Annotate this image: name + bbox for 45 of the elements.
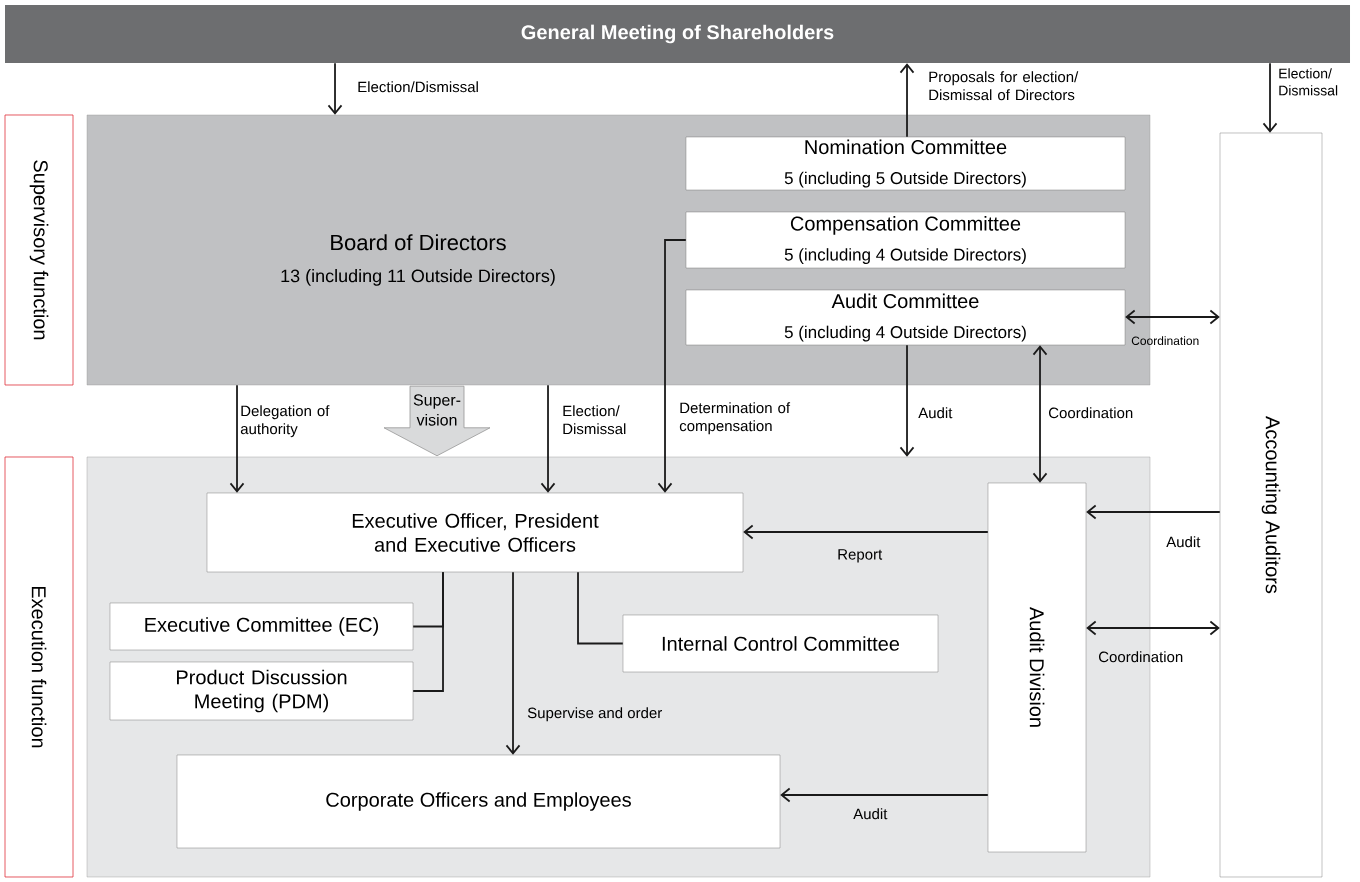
arrow xyxy=(1086,620,1220,636)
edge-label: Audit xyxy=(918,407,953,419)
edge-label: Audit xyxy=(853,808,888,820)
edge-label: Determination of compensation xyxy=(679,402,791,435)
org-box: Nomination Committee 5 (including 5 Outside Directors) xyxy=(685,136,1126,191)
edge-label: Election/ Dismissal xyxy=(1279,68,1338,96)
org-box: Product Discussion Meeting (PDM) xyxy=(109,661,414,721)
edge-label: Election/ Dismissal xyxy=(563,405,626,435)
arrow xyxy=(899,344,915,457)
edge-label: Election/Dismissal xyxy=(358,81,478,93)
org-box: Audit Committee 5 (including 4 Outside Directors) xyxy=(685,289,1126,346)
arrow xyxy=(743,524,989,540)
edge-label: Proposals for election/ Dismissal of Directors xyxy=(929,71,1079,101)
block-arrow xyxy=(383,385,491,457)
edge-label: Supervise and order xyxy=(527,707,662,722)
arrow xyxy=(1262,62,1278,133)
org-box: Executive Officer, President and Executive Officers xyxy=(206,492,744,573)
function-label-box: Execution function xyxy=(4,456,74,878)
edge-label: Super- vision xyxy=(413,394,461,426)
edge-label: Report xyxy=(838,549,883,563)
org-box: Corporate Officers and Employees xyxy=(176,754,781,849)
arrow xyxy=(505,571,521,755)
arrow xyxy=(657,239,687,493)
arrow xyxy=(327,62,343,115)
arrow xyxy=(229,384,245,493)
arrow xyxy=(1032,345,1048,483)
edge-label: Coordination xyxy=(1099,651,1183,663)
edge-label: Coordination xyxy=(1049,407,1133,419)
arrow xyxy=(899,63,915,138)
connector-line xyxy=(412,571,444,692)
org-box: Audit Division xyxy=(987,482,1087,853)
org-box: Accounting Auditors xyxy=(1219,132,1323,878)
arrow xyxy=(1125,309,1220,325)
arrow xyxy=(780,787,989,803)
header-band: General Meeting of Shareholders xyxy=(5,5,1350,63)
edge-label: Delegation of authority xyxy=(240,405,330,438)
connector-line xyxy=(577,571,624,645)
function-label-box: Supervisory function xyxy=(4,114,74,386)
org-box: Internal Control Committee xyxy=(622,614,939,673)
arrow xyxy=(1086,504,1221,520)
edge-label: Audit xyxy=(1166,536,1201,548)
edge-label: Coordination xyxy=(1131,336,1199,345)
org-box: Executive Committee (EC) xyxy=(109,602,414,651)
arrow xyxy=(540,384,556,493)
org-box: Compensation Committee 5 (including 4 Outside Directors) xyxy=(685,211,1126,269)
